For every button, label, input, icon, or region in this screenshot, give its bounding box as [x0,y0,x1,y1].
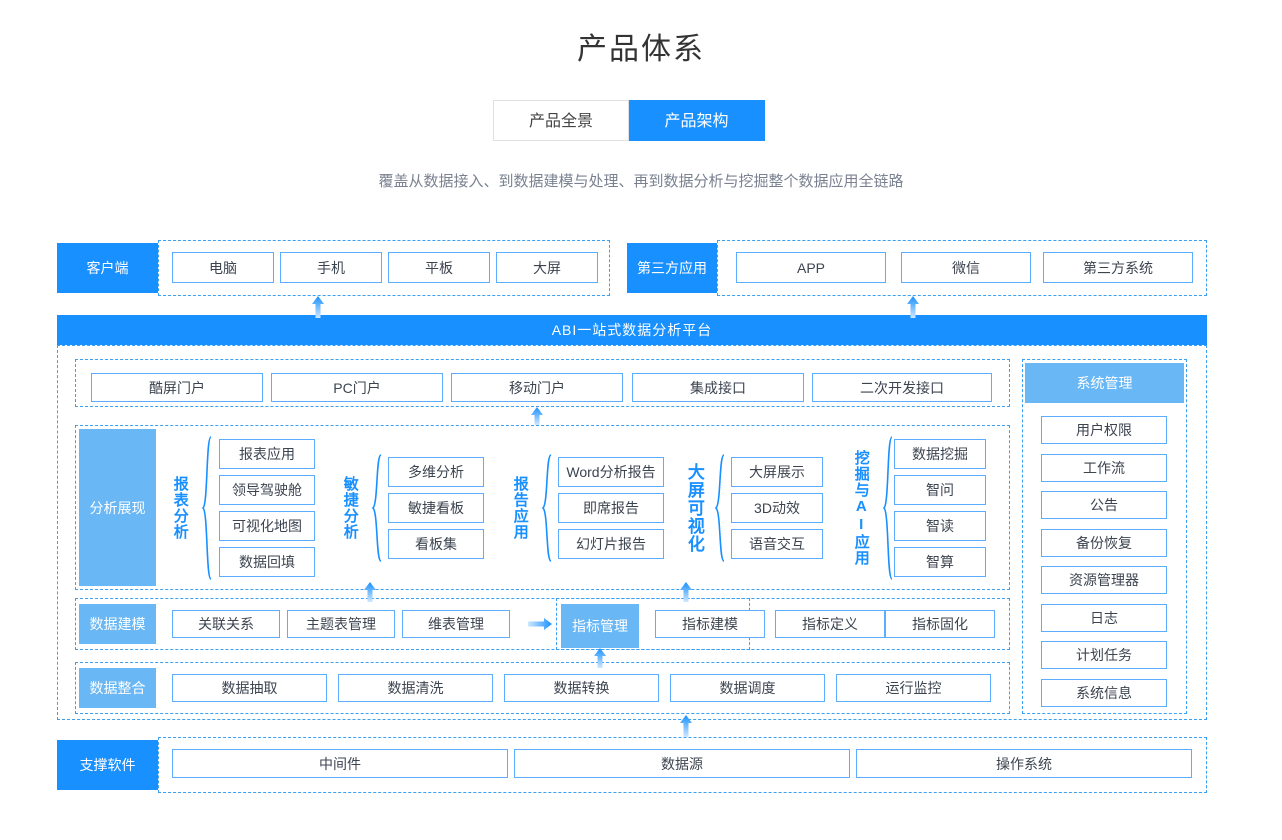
system-management-item-6[interactable]: 计划任务 [1041,641,1167,669]
group-label-4: 挖掘与AI应用 [852,449,870,566]
portal-item-3[interactable]: 集成接口 [632,373,804,402]
analysis-item-3-0[interactable]: 大屏展示 [731,456,823,487]
portal-item-4[interactable]: 二次开发接口 [812,373,992,402]
platform-banner: ABI一站式数据分析平台 [57,315,1207,345]
analysis-item-4-2[interactable]: 智读 [894,510,986,541]
arrow-up-icon [906,296,920,318]
system-management-item-5[interactable]: 日志 [1041,603,1167,632]
layer-label-third-party: 第三方应用 [627,243,717,293]
tab-bar: 产品全景 产品架构 [493,100,765,141]
support-item-0[interactable]: 中间件 [172,749,508,778]
page-subtitle: 覆盖从数据接入、到数据建模与处理、再到数据分析与挖掘整个数据应用全链路 [378,173,904,190]
third-party-item-2[interactable]: 第三方系统 [1043,252,1193,283]
third-party-item-1[interactable]: 微信 [901,252,1031,283]
arrow-up-icon [679,715,693,737]
metric-item-1[interactable]: 指标定义 [775,610,885,638]
analysis-item-4-1[interactable]: 智问 [894,474,986,505]
client-zone [158,240,610,296]
system-management-item-3[interactable]: 备份恢复 [1041,528,1167,557]
support-zone [158,737,1207,793]
client-item-3[interactable]: 大屏 [496,252,598,283]
integration-item-3[interactable]: 数据调度 [670,674,825,702]
system-management-header: 系统管理 [1025,363,1184,403]
modeling-item-0[interactable]: 关联关系 [172,610,280,638]
analysis-item-4-3[interactable]: 智算 [894,546,986,577]
analysis-item-2-1[interactable]: 即席报告 [558,492,664,523]
tab-product-architecture[interactable]: 产品架构 [629,100,765,141]
third-party-zone [717,240,1207,296]
integration-item-1[interactable]: 数据清洗 [338,674,493,702]
analysis-item-3-2[interactable]: 语音交互 [731,528,823,559]
client-item-0[interactable]: 电脑 [172,252,274,283]
curly-brace [201,435,213,581]
portal-item-1[interactable]: PC门户 [271,373,443,402]
modeling-item-2[interactable]: 维表管理 [402,610,510,638]
client-item-1[interactable]: 手机 [280,252,382,283]
analysis-item-1-2[interactable]: 看板集 [388,528,484,559]
portal-zone [75,359,1010,407]
metric-item-0[interactable]: 指标建模 [655,610,765,638]
third-party-item-0[interactable]: APP [736,252,886,283]
tab-product-overview[interactable]: 产品全景 [493,100,629,141]
group-label-2: 报告应用 [511,475,529,540]
curly-brace [882,435,894,581]
platform-outer-zone [57,345,1207,720]
system-management-item-1[interactable]: 工作流 [1041,453,1167,482]
integration-zone [75,662,1010,714]
metric-item-2[interactable]: 指标固化 [885,610,995,638]
analysis-item-0-1[interactable]: 领导驾驶舱 [219,474,315,505]
support-item-1[interactable]: 数据源 [514,749,850,778]
arrow-up-icon [679,582,693,602]
integration-item-2[interactable]: 数据转换 [504,674,659,702]
metric-zone [556,598,1010,650]
curly-brace [714,453,726,563]
integration-item-0[interactable]: 数据抽取 [172,674,327,702]
section-label-analysis: 分析展现 [79,429,156,586]
group-label-0: 报表分析 [171,475,189,540]
group-label-1: 敏捷分析 [341,475,359,540]
layer-label-support: 支撑软件 [57,740,158,790]
metric-management-box[interactable]: 指标管理 [561,604,639,648]
curly-brace [541,453,553,563]
analysis-item-2-0[interactable]: Word分析报告 [558,456,664,487]
analysis-zone [75,425,1010,590]
system-management-item-7[interactable]: 系统信息 [1041,678,1167,707]
modeling-item-1[interactable]: 主题表管理 [287,610,395,638]
section-label-integration: 数据整合 [79,668,156,708]
integration-item-4[interactable]: 运行监控 [836,674,991,702]
group-label-3: 大屏可视化 [684,462,704,553]
system-management-zone [1022,359,1187,714]
analysis-item-4-0[interactable]: 数据挖掘 [894,438,986,469]
arrow-up-icon [363,582,377,602]
analysis-item-0-3[interactable]: 数据回填 [219,546,315,577]
client-item-2[interactable]: 平板 [388,252,490,283]
curly-brace [371,453,383,563]
analysis-item-2-2[interactable]: 幻灯片报告 [558,528,664,559]
system-management-item-4[interactable]: 资源管理器 [1041,566,1167,594]
arrow-up-icon [311,296,325,318]
support-item-2[interactable]: 操作系统 [856,749,1192,778]
section-label-modeling: 数据建模 [79,604,156,644]
system-management-item-2[interactable]: 公告 [1041,491,1167,519]
layer-label-client: 客户端 [57,243,158,293]
arrow-up-icon [530,407,544,425]
arrow-up-icon [593,648,607,668]
analysis-item-0-2[interactable]: 可视化地图 [219,510,315,541]
page-title: 产品体系 [577,33,705,66]
arrow-right-icon [528,617,552,631]
portal-item-2[interactable]: 移动门户 [451,373,623,402]
system-management-item-0[interactable]: 用户权限 [1041,416,1167,444]
portal-item-0[interactable]: 酷屏门户 [91,373,263,402]
analysis-item-1-1[interactable]: 敏捷看板 [388,492,484,523]
analysis-item-0-0[interactable]: 报表应用 [219,438,315,469]
analysis-item-3-1[interactable]: 3D动效 [731,492,823,523]
analysis-item-1-0[interactable]: 多维分析 [388,456,484,487]
